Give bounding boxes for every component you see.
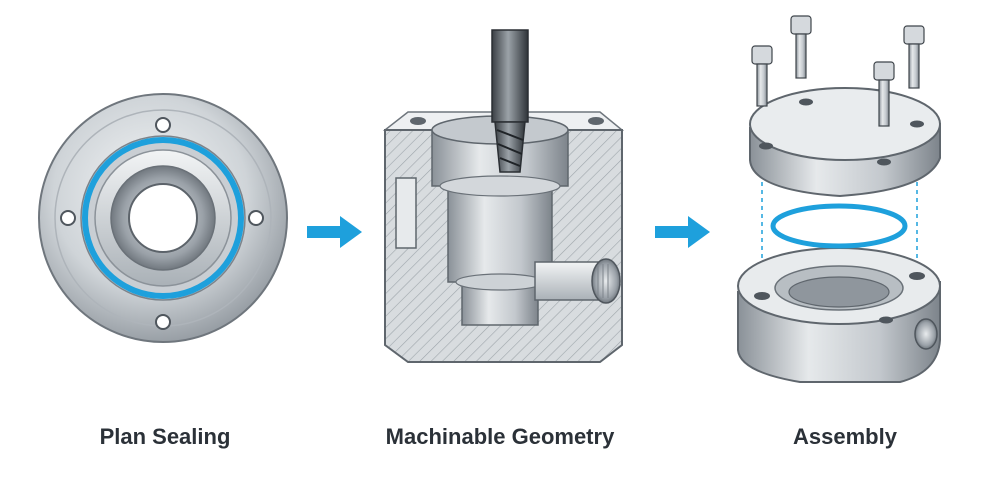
- exploded-assembly-icon: [737, 15, 941, 383]
- step-label-machinable-geometry: Machinable Geometry: [385, 424, 615, 449]
- lower-housing-icon: [737, 247, 941, 383]
- machined-housing-cutaway-icon: [382, 29, 625, 363]
- oring-seal-icon: [82, 137, 244, 299]
- step-label-plan-sealing: Plan Sealing: [99, 424, 231, 449]
- arrow-right-icon: [307, 216, 362, 248]
- cover-plate-icon: [749, 87, 941, 198]
- step-label-assembly: Assembly: [793, 424, 897, 449]
- bolt-hole-icon: [60, 117, 264, 330]
- end-mill-tool-icon: [491, 29, 529, 173]
- bolt-icon: [751, 15, 925, 127]
- arrow-right-icon: [655, 216, 710, 248]
- oring-seal-icon: [770, 203, 908, 249]
- flange-plate-with-oring-icon: [38, 93, 288, 343]
